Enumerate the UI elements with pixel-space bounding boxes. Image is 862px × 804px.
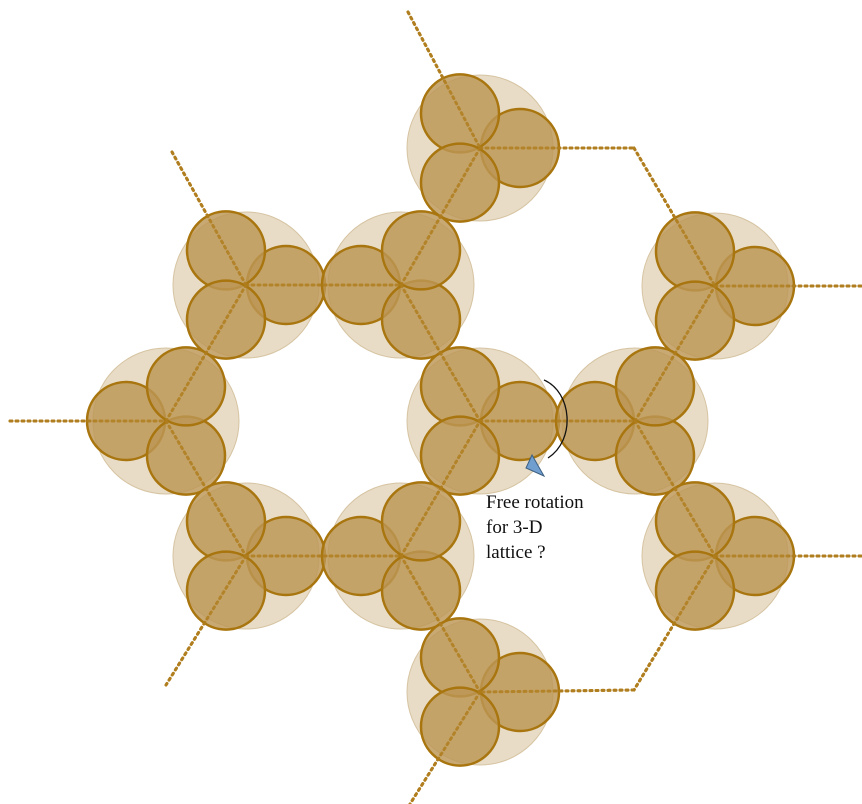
- molecule-lobe: [147, 347, 225, 425]
- molecule-lobe: [616, 347, 694, 425]
- molecule-lobe: [187, 211, 265, 289]
- molecule-lobe: [382, 552, 460, 630]
- molecule-lobe: [421, 144, 499, 222]
- molecule-lobe: [147, 417, 225, 495]
- annotation-line-1: Free rotation: [486, 490, 584, 515]
- molecule-lobe: [187, 552, 265, 630]
- molecule-lobe: [382, 211, 460, 289]
- molecule-lobe: [616, 417, 694, 495]
- annotation-line-2: for 3-D: [486, 515, 584, 540]
- rotation-annotation: Free rotation for 3-D lattice ?: [486, 490, 584, 565]
- molecule-lobe: [382, 482, 460, 560]
- molecule-lobe: [656, 552, 734, 630]
- molecule-lobe: [187, 281, 265, 359]
- annotation-line-3: lattice ?: [486, 540, 584, 565]
- molecules: [87, 74, 794, 765]
- molecule-lobe: [382, 281, 460, 359]
- molecule-lobe: [421, 688, 499, 766]
